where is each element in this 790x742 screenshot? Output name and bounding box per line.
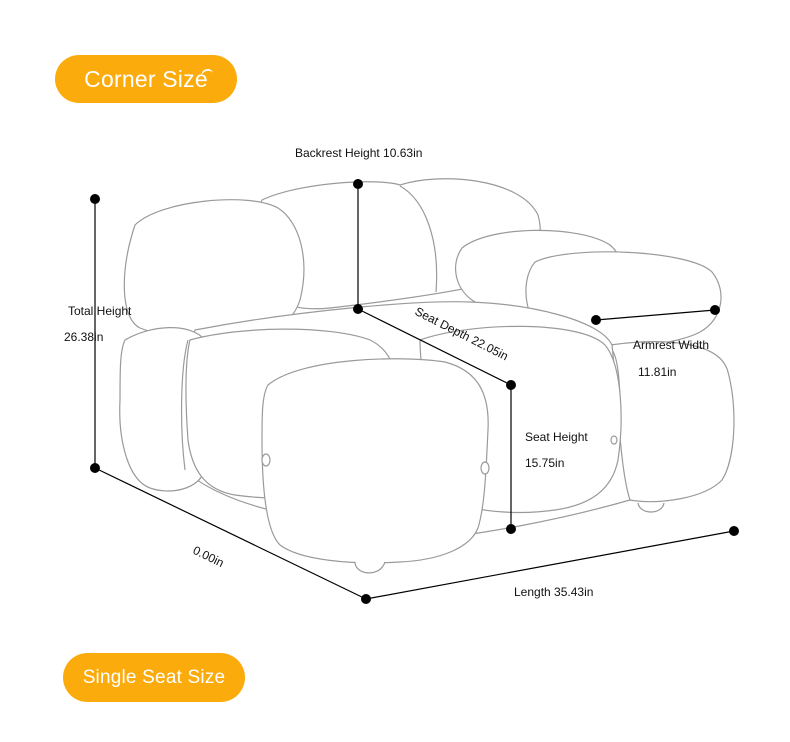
seat-height-label: Seat Height (525, 430, 588, 444)
seat-depth-line (357, 308, 512, 386)
dimension-point (90, 194, 100, 204)
dimension-point (506, 380, 516, 390)
width-value: 0.00in (191, 543, 227, 570)
dimension-point (506, 524, 516, 534)
backrest-height-label: Backrest Height 10.63in (295, 146, 422, 160)
length-line (365, 530, 735, 600)
dimension-point (90, 463, 100, 473)
dimension-point (361, 594, 371, 604)
seat-height-value: 15.75in (525, 456, 564, 470)
dimension-point (353, 179, 363, 189)
sofa-outline (119, 178, 735, 574)
armrest-width-label: Armrest Width (633, 338, 709, 352)
dimension-point (710, 305, 720, 315)
total-height-label: Total Height (68, 304, 132, 318)
single-seat-size-label: Single Seat Size (82, 666, 226, 688)
armrest-width-value: 11.81in (638, 365, 676, 379)
total-height-value: 26.38in (64, 330, 103, 344)
corner-size-badge[interactable]: Corner Size (55, 55, 237, 103)
corner-size-label: Corner Size (84, 65, 208, 92)
single-seat-size-badge[interactable]: Single Seat Size (63, 653, 245, 702)
dimension-point (353, 304, 363, 314)
dimension-point (591, 315, 601, 325)
dimension-lines (90, 179, 739, 604)
armrest-width-line (595, 309, 716, 321)
width-line (94, 467, 367, 600)
dimension-point (729, 526, 739, 536)
length-label: Length 35.43in (514, 585, 593, 599)
